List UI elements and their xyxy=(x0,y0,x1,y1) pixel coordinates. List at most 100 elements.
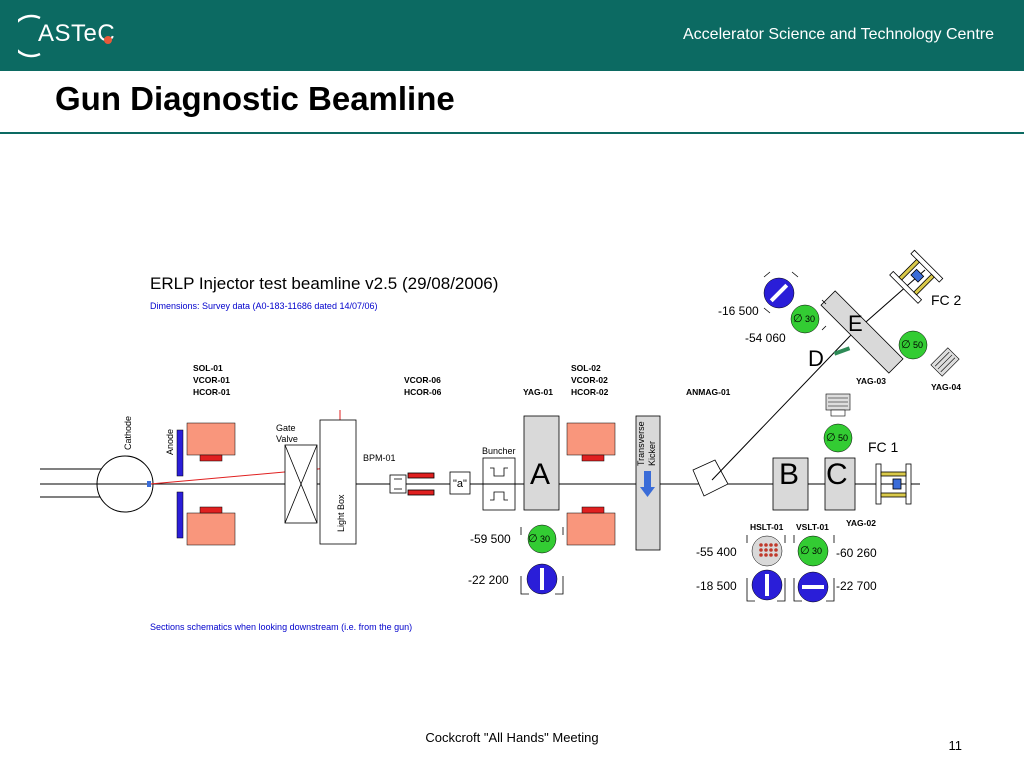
diameter-symbol-yag-04: ∅ xyxy=(901,339,911,351)
diameter-symbol-a: ∅ xyxy=(528,533,538,545)
station-e-label: E xyxy=(848,311,863,336)
header-bar: ASTeC Accelerator Science and Technology… xyxy=(0,0,1024,71)
logo-dot-icon xyxy=(104,36,112,44)
vslt-01-label: VSLT-01 xyxy=(796,522,829,532)
aperture-c-upper-value: 50 xyxy=(838,433,848,443)
aperture-c-upper-icon xyxy=(823,423,853,453)
centre-name: Accelerator Science and Technology Centr… xyxy=(683,26,994,43)
yag-04-camera-icon xyxy=(930,347,960,377)
screen-e-slot xyxy=(769,283,789,303)
vslt-screen-slot xyxy=(802,585,824,589)
diameter-symbol-e: ∅ xyxy=(793,313,803,325)
diagram-heading: ERLP Injector test beamline v2.5 (29/08/… xyxy=(150,274,498,293)
bpm-label: BPM-01 xyxy=(363,453,396,463)
kicker-label-1: Transverse xyxy=(636,421,646,466)
light-box-label: Light Box xyxy=(336,494,346,532)
sol-01-magnet xyxy=(186,422,236,546)
aperture-c-value: 30 xyxy=(812,546,822,556)
label-hcor-06: HCOR-06 xyxy=(404,387,442,397)
station-d-marker xyxy=(833,346,851,356)
fc1-icon xyxy=(875,463,912,505)
diameter-symbol-c-upper: ∅ xyxy=(826,432,836,444)
hslt-screen-slot xyxy=(765,574,769,596)
cathode-marker xyxy=(147,481,151,487)
footer-meeting: Cockcroft "All Hands" Meeting xyxy=(425,730,599,745)
station-c-label: C xyxy=(826,458,848,491)
anode-label: Anode xyxy=(165,429,175,455)
yag-04-label: YAG-04 xyxy=(931,382,961,392)
diameter-symbol-c: ∅ xyxy=(800,545,810,557)
value-c-bottom: -22 700 xyxy=(836,579,877,593)
label-vcor-06: VCOR-06 xyxy=(404,375,441,385)
value-b-top: -55 400 xyxy=(696,545,737,559)
station-b-label: B xyxy=(779,458,799,491)
logo-text: ASTeC xyxy=(38,20,116,47)
transverse-kicker xyxy=(635,415,661,551)
value-e-top: -16 500 xyxy=(718,304,759,318)
page-title: Gun Diagnostic Beamline xyxy=(55,80,455,117)
station-b-detail xyxy=(746,535,786,602)
aperture-yag-04-value: 50 xyxy=(913,340,923,350)
aperture-a-value: 30 xyxy=(540,534,550,544)
dog-leg-axis xyxy=(711,335,851,481)
aperture-c-icon xyxy=(797,535,829,567)
buncher-label: Buncher xyxy=(482,446,516,456)
label-yag-01: YAG-01 xyxy=(523,387,553,397)
gate-valve-label-2: Valve xyxy=(276,434,298,444)
label-sol-01: SOL-01 xyxy=(193,363,223,373)
diagram-subheading: Dimensions: Survey data (A0-183-11686 da… xyxy=(150,301,377,311)
aperture-e-value: 30 xyxy=(805,314,815,324)
buncher-icon xyxy=(482,457,516,511)
fc2-icon xyxy=(889,249,944,304)
station-d-label: D xyxy=(808,346,824,371)
page-number: 11 xyxy=(948,738,963,753)
beamline-diagram: ERLP Injector test beamline v2.5 (29/08/… xyxy=(40,249,962,632)
label-anmag-01: ANMAG-01 xyxy=(686,387,731,397)
label-vcor-02: VCOR-02 xyxy=(571,375,608,385)
value-a-top: -59 500 xyxy=(470,532,511,546)
yag-03-label: YAG-03 xyxy=(856,376,886,386)
station-b-screen xyxy=(772,457,809,511)
yag-camera-c-icon xyxy=(825,393,851,417)
screen-a-slot xyxy=(540,568,544,590)
yag-01-screen xyxy=(523,415,560,511)
kicker-label-2: Kicker xyxy=(647,441,657,466)
gate-valve-label-1: Gate xyxy=(276,423,296,433)
fc1-label: FC 1 xyxy=(868,439,899,455)
astec-logo xyxy=(18,14,41,58)
aperture-e-icon xyxy=(790,304,820,334)
label-hcor-01: HCOR-01 xyxy=(193,387,231,397)
gate-valve xyxy=(284,444,318,524)
anmag-01-dipole xyxy=(692,459,729,497)
label-sol-02: SOL-02 xyxy=(571,363,601,373)
value-b-bottom: -18 500 xyxy=(696,579,737,593)
station-a-label: A xyxy=(530,458,550,491)
bpm-01-icon xyxy=(389,472,435,496)
station-a-detail: ∅ 30 xyxy=(520,524,564,595)
sol-02-magnet xyxy=(566,422,616,546)
a-marker-label: "a" xyxy=(453,478,467,490)
value-e-bottom: -54 060 xyxy=(745,331,786,345)
diagram-note: Sections schematics when looking downstr… xyxy=(150,622,412,632)
station-e-detail: ∅ 30 xyxy=(763,271,827,334)
cathode-label: Cathode xyxy=(123,416,133,450)
station-c-detail: ∅ 30 xyxy=(793,535,835,603)
aperture-yag-04-icon xyxy=(898,330,928,360)
a-marker-box xyxy=(449,471,471,495)
anode-lower xyxy=(176,491,184,539)
value-c-top: -60 260 xyxy=(836,546,877,560)
label-vcor-01: VCOR-01 xyxy=(193,375,230,385)
aperture-a-icon xyxy=(527,524,557,554)
light-box xyxy=(319,419,357,545)
hslt-grid-holes xyxy=(759,543,778,557)
fc2-label: FC 2 xyxy=(931,292,962,308)
hslt-01-label: HSLT-01 xyxy=(750,522,784,532)
title-divider xyxy=(0,132,1024,134)
station-e-screen xyxy=(820,290,904,374)
label-hcor-02: HCOR-02 xyxy=(571,387,609,397)
kicker-arrow-icon xyxy=(640,471,655,497)
station-c-screen xyxy=(824,457,856,511)
value-a-bottom: -22 200 xyxy=(468,573,509,587)
anode-upper xyxy=(176,429,184,477)
yag-02-label: YAG-02 xyxy=(846,518,876,528)
